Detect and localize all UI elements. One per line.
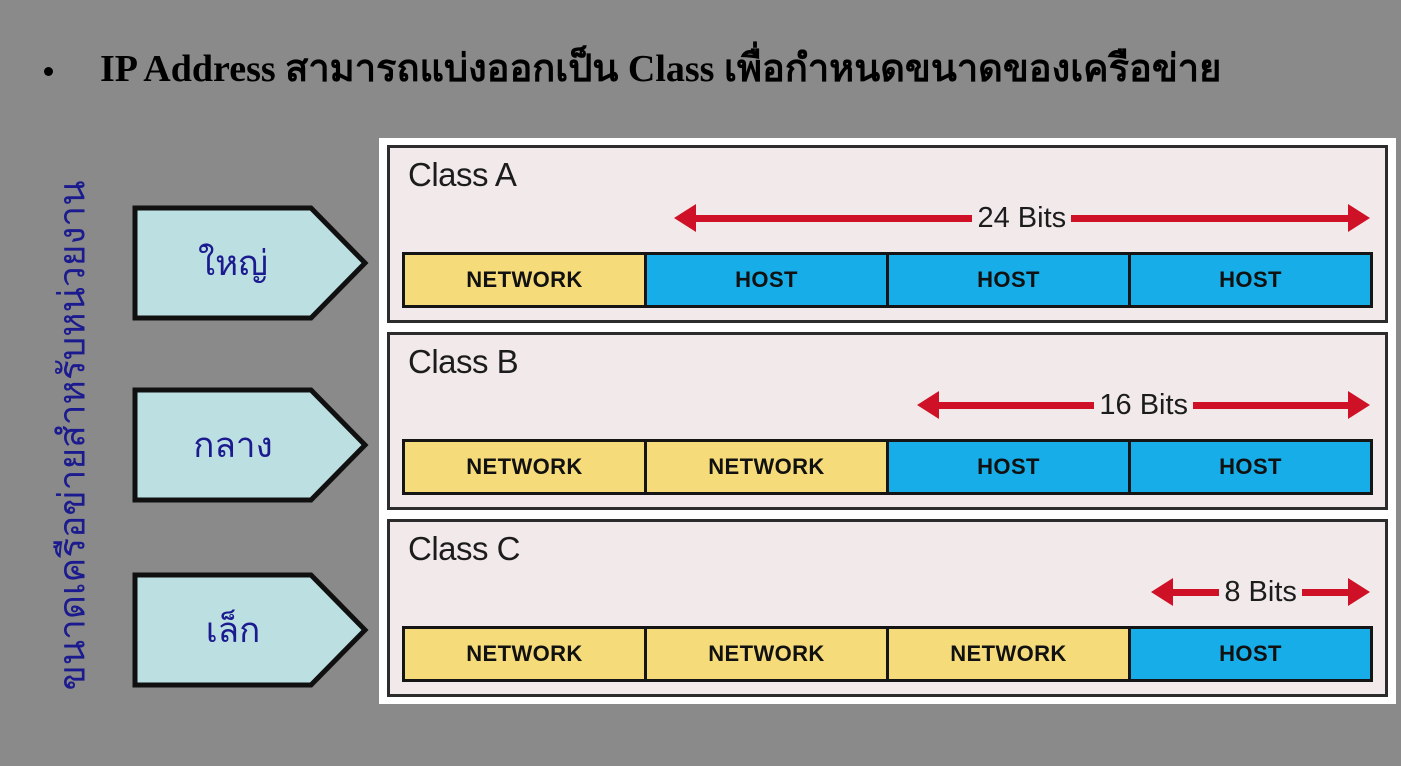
size-arrow-medium[interactable]: กลาง — [131, 386, 369, 504]
bits-measure-arrow: 8 Bits — [1151, 574, 1371, 610]
arrow-line — [1301, 588, 1349, 596]
chevron-arrow-icon — [132, 387, 369, 503]
class-diagram: Class A 24 Bits NETWORK HOST HOST HOST C… — [379, 138, 1396, 704]
class-panel-a: Class A 24 Bits NETWORK HOST HOST HOST — [387, 145, 1388, 323]
segment-row: NETWORK NETWORK HOST HOST — [402, 439, 1373, 495]
class-title: Class C — [408, 530, 521, 567]
segment-network[interactable]: NETWORK — [402, 626, 647, 682]
arrow-line — [1173, 588, 1220, 596]
chevron-arrow-icon — [132, 572, 369, 688]
segment-network[interactable]: NETWORK — [886, 626, 1131, 682]
chevron-arrow-icon — [132, 205, 369, 321]
segment-host[interactable]: HOST — [886, 252, 1131, 308]
segment-host[interactable]: HOST — [644, 252, 889, 308]
arrow-line — [1193, 401, 1349, 409]
bits-label: 24 Bits — [977, 201, 1067, 234]
segment-row: NETWORK NETWORK NETWORK HOST — [402, 626, 1373, 682]
arrow-head-left-icon — [1151, 578, 1174, 606]
arrow-line — [1071, 214, 1349, 222]
bits-label: 8 Bits — [1224, 575, 1297, 608]
class-title: Class B — [408, 343, 519, 380]
size-arrow-large[interactable]: ใหญ่ — [131, 204, 369, 322]
bits-measure-arrow: 16 Bits — [917, 387, 1371, 423]
arrow-head-left-icon — [917, 391, 940, 419]
arrow-line — [939, 401, 1095, 409]
bits-measure-arrow: 24 Bits — [673, 200, 1371, 236]
size-arrow-label: กลาง — [193, 425, 273, 465]
segment-host[interactable]: HOST — [1128, 626, 1373, 682]
segment-network[interactable]: NETWORK — [402, 439, 647, 495]
segment-host[interactable]: HOST — [1128, 439, 1373, 495]
class-title: Class A — [408, 156, 517, 193]
arrow-line — [695, 214, 973, 222]
segment-host[interactable]: HOST — [1128, 252, 1373, 308]
segment-network[interactable]: NETWORK — [644, 626, 889, 682]
arrow-head-left-icon — [673, 204, 696, 232]
page-title: IP Address สามารถแบ่งออกเป็น Class เพื่อ… — [0, 38, 1401, 100]
vertical-caption: ขนาดเครือข่ายสำหรับหน่วยงาน — [28, 170, 116, 700]
arrow-head-right-icon — [1348, 204, 1371, 232]
segment-host[interactable]: HOST — [886, 439, 1131, 495]
segment-network[interactable]: NETWORK — [644, 439, 889, 495]
arrow-head-right-icon — [1348, 391, 1371, 419]
size-arrow-label: เล็ก — [205, 610, 261, 650]
page-title-text: IP Address สามารถแบ่งออกเป็น Class เพื่อ… — [100, 48, 1222, 90]
size-arrow-small[interactable]: เล็ก — [131, 571, 369, 689]
class-panel-c: Class C 8 Bits NETWORK NETWORK NETWORK H… — [387, 519, 1388, 697]
segment-row: NETWORK HOST HOST HOST — [402, 252, 1373, 308]
vertical-caption-text: ขนาดเครือข่ายสำหรับหน่วยงาน — [51, 179, 93, 691]
class-panel-b: Class B 16 Bits NETWORK NETWORK HOST HOS… — [387, 332, 1388, 510]
size-arrow-label: ใหญ่ — [198, 243, 268, 283]
bullet-icon — [44, 66, 53, 76]
arrow-head-right-icon — [1348, 578, 1371, 606]
segment-network[interactable]: NETWORK — [402, 252, 647, 308]
bits-label: 16 Bits — [1099, 388, 1189, 421]
